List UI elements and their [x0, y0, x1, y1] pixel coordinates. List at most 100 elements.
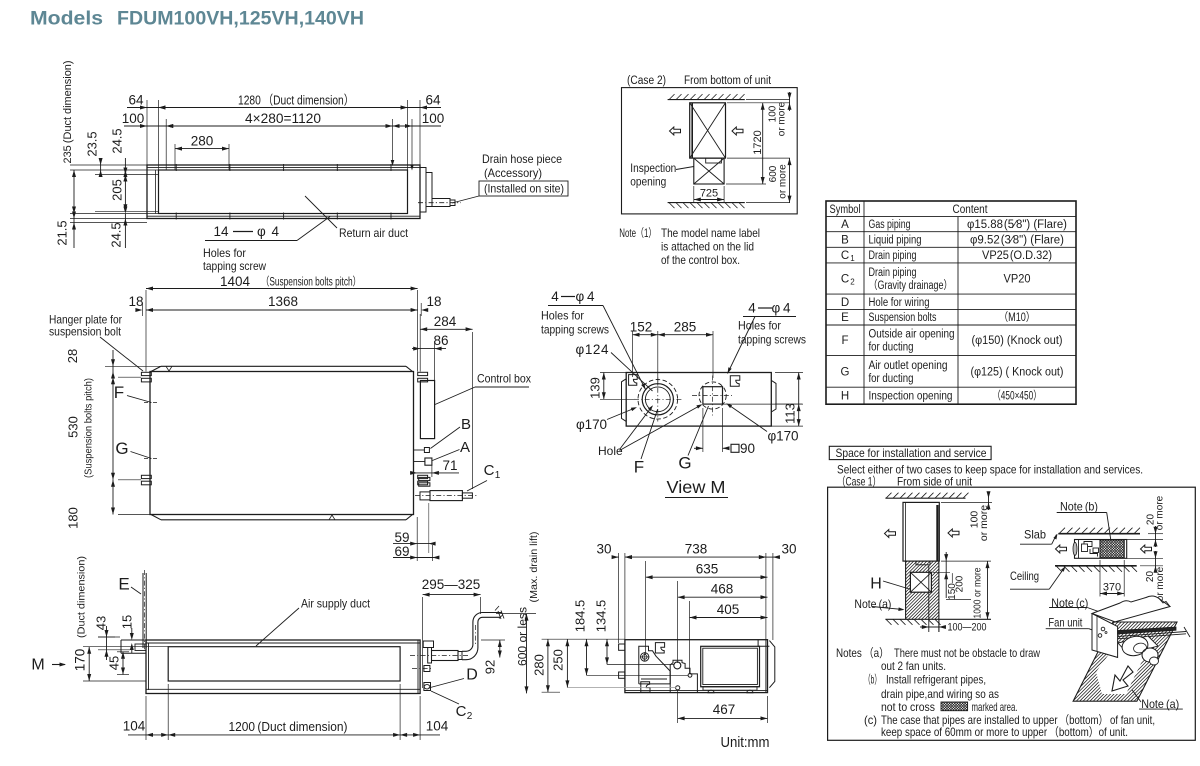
svg-text:or more: or more [778, 164, 789, 199]
svg-text:Note (c): Note (c) [1051, 596, 1088, 610]
svg-text:(Accessory): (Accessory) [484, 166, 542, 180]
svg-text:φ9.52 (3∕8") (Flare): φ9.52 (3∕8") (Flare) [970, 235, 1064, 247]
svg-text:530: 530 [66, 416, 81, 438]
svg-text:Air supply duct: Air supply duct [301, 597, 371, 611]
svg-text:C: C [456, 703, 467, 720]
svg-text:（M10）: （M10） [999, 311, 1035, 324]
svg-text:14: 14 [213, 224, 229, 239]
svg-text:(Max. drain lift): (Max. drain lift) [528, 532, 540, 603]
svg-text:100: 100 [767, 105, 778, 122]
svg-text:113: 113 [783, 403, 798, 424]
svg-text:View M: View M [667, 477, 726, 497]
svg-text:G: G [841, 366, 850, 378]
svg-text:Space for installation and ser: Space for installation and service [836, 446, 987, 460]
svg-text:Holes for: Holes for [203, 246, 246, 260]
svg-text:（Case 1）: （Case 1） [837, 475, 881, 489]
svg-text:C: C [484, 462, 495, 479]
svg-text:（Gravity drainage）: （Gravity drainage） [869, 279, 953, 292]
svg-text:Hole: Hole [598, 444, 623, 458]
svg-text:marked area.: marked area. [972, 700, 1018, 714]
svg-text:Content: Content [953, 204, 989, 216]
svg-text:Install refrigerant pipes,: Install refrigerant pipes, [886, 673, 986, 687]
svg-text:184.5: 184.5 [573, 600, 588, 633]
svg-text:21.5: 21.5 [55, 220, 70, 245]
svg-text:Liquid piping: Liquid piping [869, 235, 922, 247]
svg-text:FDUM100VH,125VH,140VH: FDUM100VH,125VH,140VH [117, 9, 364, 30]
svg-text:100: 100 [969, 511, 981, 529]
svg-text:tapping screws: tapping screws [738, 333, 806, 347]
svg-text:φ170: φ170 [768, 429, 799, 444]
svg-text:18: 18 [128, 294, 143, 309]
svg-text:H: H [870, 576, 882, 593]
svg-text:1404: 1404 [220, 274, 251, 289]
svg-text:64: 64 [425, 93, 441, 108]
svg-text:There must not be obstacle to: There must not be obstacle to draw [894, 646, 1040, 660]
svg-text:Outside air opening: Outside air opening [869, 329, 955, 341]
svg-text:Notes （a）: Notes （a） [836, 646, 889, 660]
svg-text:Holes for: Holes for [738, 319, 781, 333]
svg-text:24.5: 24.5 [109, 222, 124, 247]
svg-text:28: 28 [65, 349, 80, 363]
svg-text:1: 1 [495, 470, 501, 481]
svg-text:(Case 2): (Case 2) [627, 75, 666, 87]
svg-text:Select either of two cases to: Select either of two cases to keep space… [837, 463, 1143, 477]
svg-text:H: H [841, 391, 849, 403]
svg-text:Gas piping: Gas piping [869, 219, 911, 231]
svg-text:D: D [841, 297, 849, 309]
svg-text:86: 86 [433, 333, 448, 348]
svg-text:F: F [634, 457, 644, 476]
svg-text:1200 (Duct dimension): 1200 (Duct dimension) [229, 719, 348, 734]
svg-text:φ170: φ170 [576, 417, 607, 432]
svg-text:45: 45 [107, 656, 122, 670]
svg-text:E: E [118, 575, 129, 594]
svg-text:4×280=1120: 4×280=1120 [245, 111, 321, 126]
svg-text:205: 205 [110, 179, 125, 201]
svg-text:drain pipe,and wiring so as: drain pipe,and wiring so as [881, 687, 999, 701]
svg-text:Ceiling: Ceiling [1010, 569, 1039, 583]
svg-text:opening: opening [630, 177, 666, 189]
svg-text:(Duct dimension): (Duct dimension) [76, 556, 88, 638]
svg-text:F: F [841, 335, 848, 347]
svg-text:tapping screw: tapping screw [203, 259, 266, 273]
svg-text:24.5: 24.5 [110, 128, 125, 153]
svg-text:1000 or more: 1000 or more [972, 567, 984, 618]
svg-text:92: 92 [483, 660, 498, 674]
svg-text:D: D [466, 667, 478, 684]
svg-text:Unit:mm: Unit:mm [721, 735, 770, 751]
svg-text:or more: or more [1155, 495, 1166, 530]
svg-text:M: M [31, 657, 44, 674]
svg-text:69: 69 [394, 544, 409, 559]
svg-text:B: B [461, 416, 471, 433]
svg-text:VP20: VP20 [1004, 274, 1031, 286]
svg-text:keep space of 60mm or more to: keep space of 60mm or more to upper （bot… [881, 725, 1128, 739]
svg-text:150—: 150— [947, 573, 958, 600]
svg-text:From bottom of unit: From bottom of unit [684, 75, 772, 87]
svg-text:738: 738 [685, 542, 708, 557]
svg-text:43: 43 [94, 616, 109, 630]
svg-text:Note (b): Note (b) [1060, 500, 1098, 514]
svg-text:A: A [841, 219, 849, 231]
svg-text:23.5: 23.5 [85, 131, 100, 156]
svg-text:Hanger plate for: Hanger plate for [49, 313, 122, 327]
svg-text:Inspection: Inspection [630, 163, 676, 175]
svg-text:(Suspension bolts pitch): (Suspension bolts pitch) [83, 378, 95, 478]
svg-text:B: B [841, 235, 849, 247]
svg-text:or more: or more [777, 101, 788, 136]
svg-text:(φ150) (Knock out): (φ150) (Knock out) [972, 335, 1063, 347]
svg-text:1720: 1720 [752, 130, 764, 154]
svg-text:tapping screws: tapping screws [541, 323, 609, 337]
svg-text:out 2 fan units.: out 2 fan units. [881, 659, 946, 673]
svg-text:F: F [114, 383, 124, 402]
svg-text:G: G [115, 439, 128, 458]
svg-text:for ducting: for ducting [869, 342, 914, 354]
svg-text:Symbol: Symbol [830, 204, 861, 216]
svg-text:The case that pipes are instal: The case that pipes are installed to upp… [881, 713, 1155, 727]
svg-text:E: E [841, 312, 849, 324]
svg-text:not to cross: not to cross [881, 700, 935, 714]
svg-text:φ15.88 (5∕8") (Flare): φ15.88 (5∕8") (Flare) [967, 219, 1067, 231]
svg-text:Holes for: Holes for [541, 309, 584, 323]
svg-text:or more: or more [1155, 566, 1166, 601]
svg-text:C: C [841, 250, 849, 262]
svg-text:20: 20 [1145, 514, 1156, 526]
svg-text:100: 100 [122, 111, 145, 126]
